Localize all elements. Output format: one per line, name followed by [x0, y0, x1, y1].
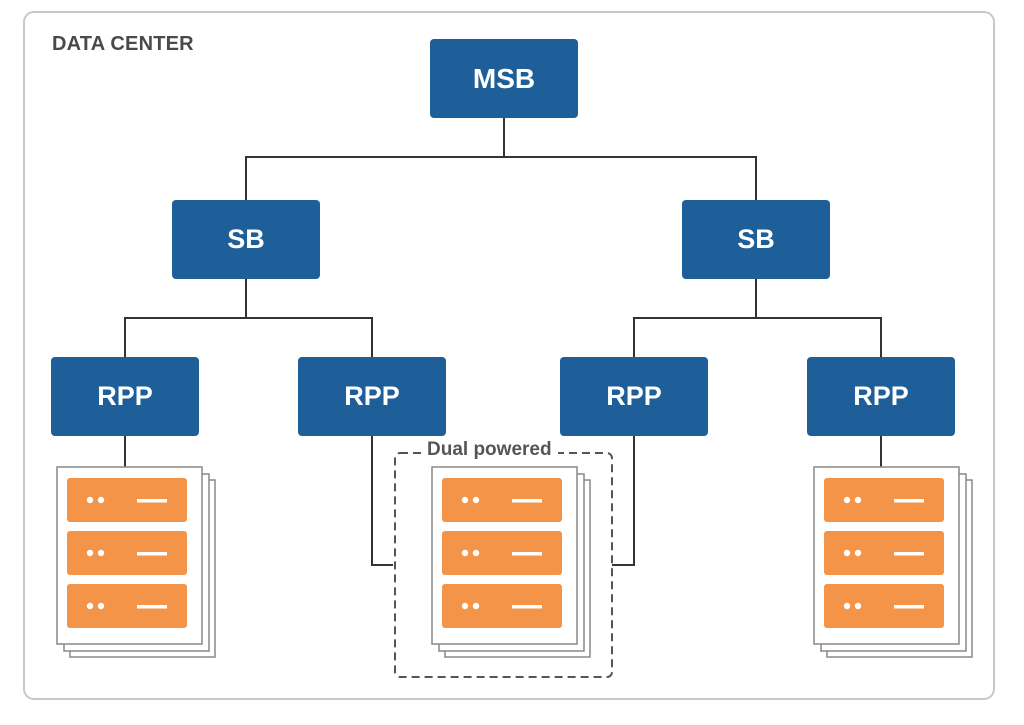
connectors — [124, 118, 882, 566]
rpp-node-2: RPP — [298, 357, 446, 436]
msb-node: MSB — [430, 39, 578, 118]
server-rack-icon — [56, 466, 216, 658]
rpp-node-1: RPP — [51, 357, 199, 436]
rpp-node-3: RPP — [560, 357, 708, 436]
dual-powered-box — [394, 452, 613, 678]
sb-node-right: SB — [682, 200, 830, 279]
connector-sb-right-to-rpps — [633, 317, 882, 357]
server-rack-icon — [813, 466, 973, 658]
connector-rpp3-to-dual-rack — [612, 436, 635, 566]
data-center-frame — [23, 11, 995, 700]
connector-msb-to-sbs — [245, 156, 757, 200]
server-rack-icon — [431, 466, 591, 658]
rpp-node-4: RPP — [807, 357, 955, 436]
connector-sb-left-to-rpps — [124, 317, 373, 357]
sb-node-left: SB — [172, 200, 320, 279]
frame-title: DATA CENTER — [52, 33, 194, 55]
dual-powered-label: Dual powered — [421, 439, 558, 461]
connector-rpp2-to-dual-rack — [371, 436, 393, 566]
